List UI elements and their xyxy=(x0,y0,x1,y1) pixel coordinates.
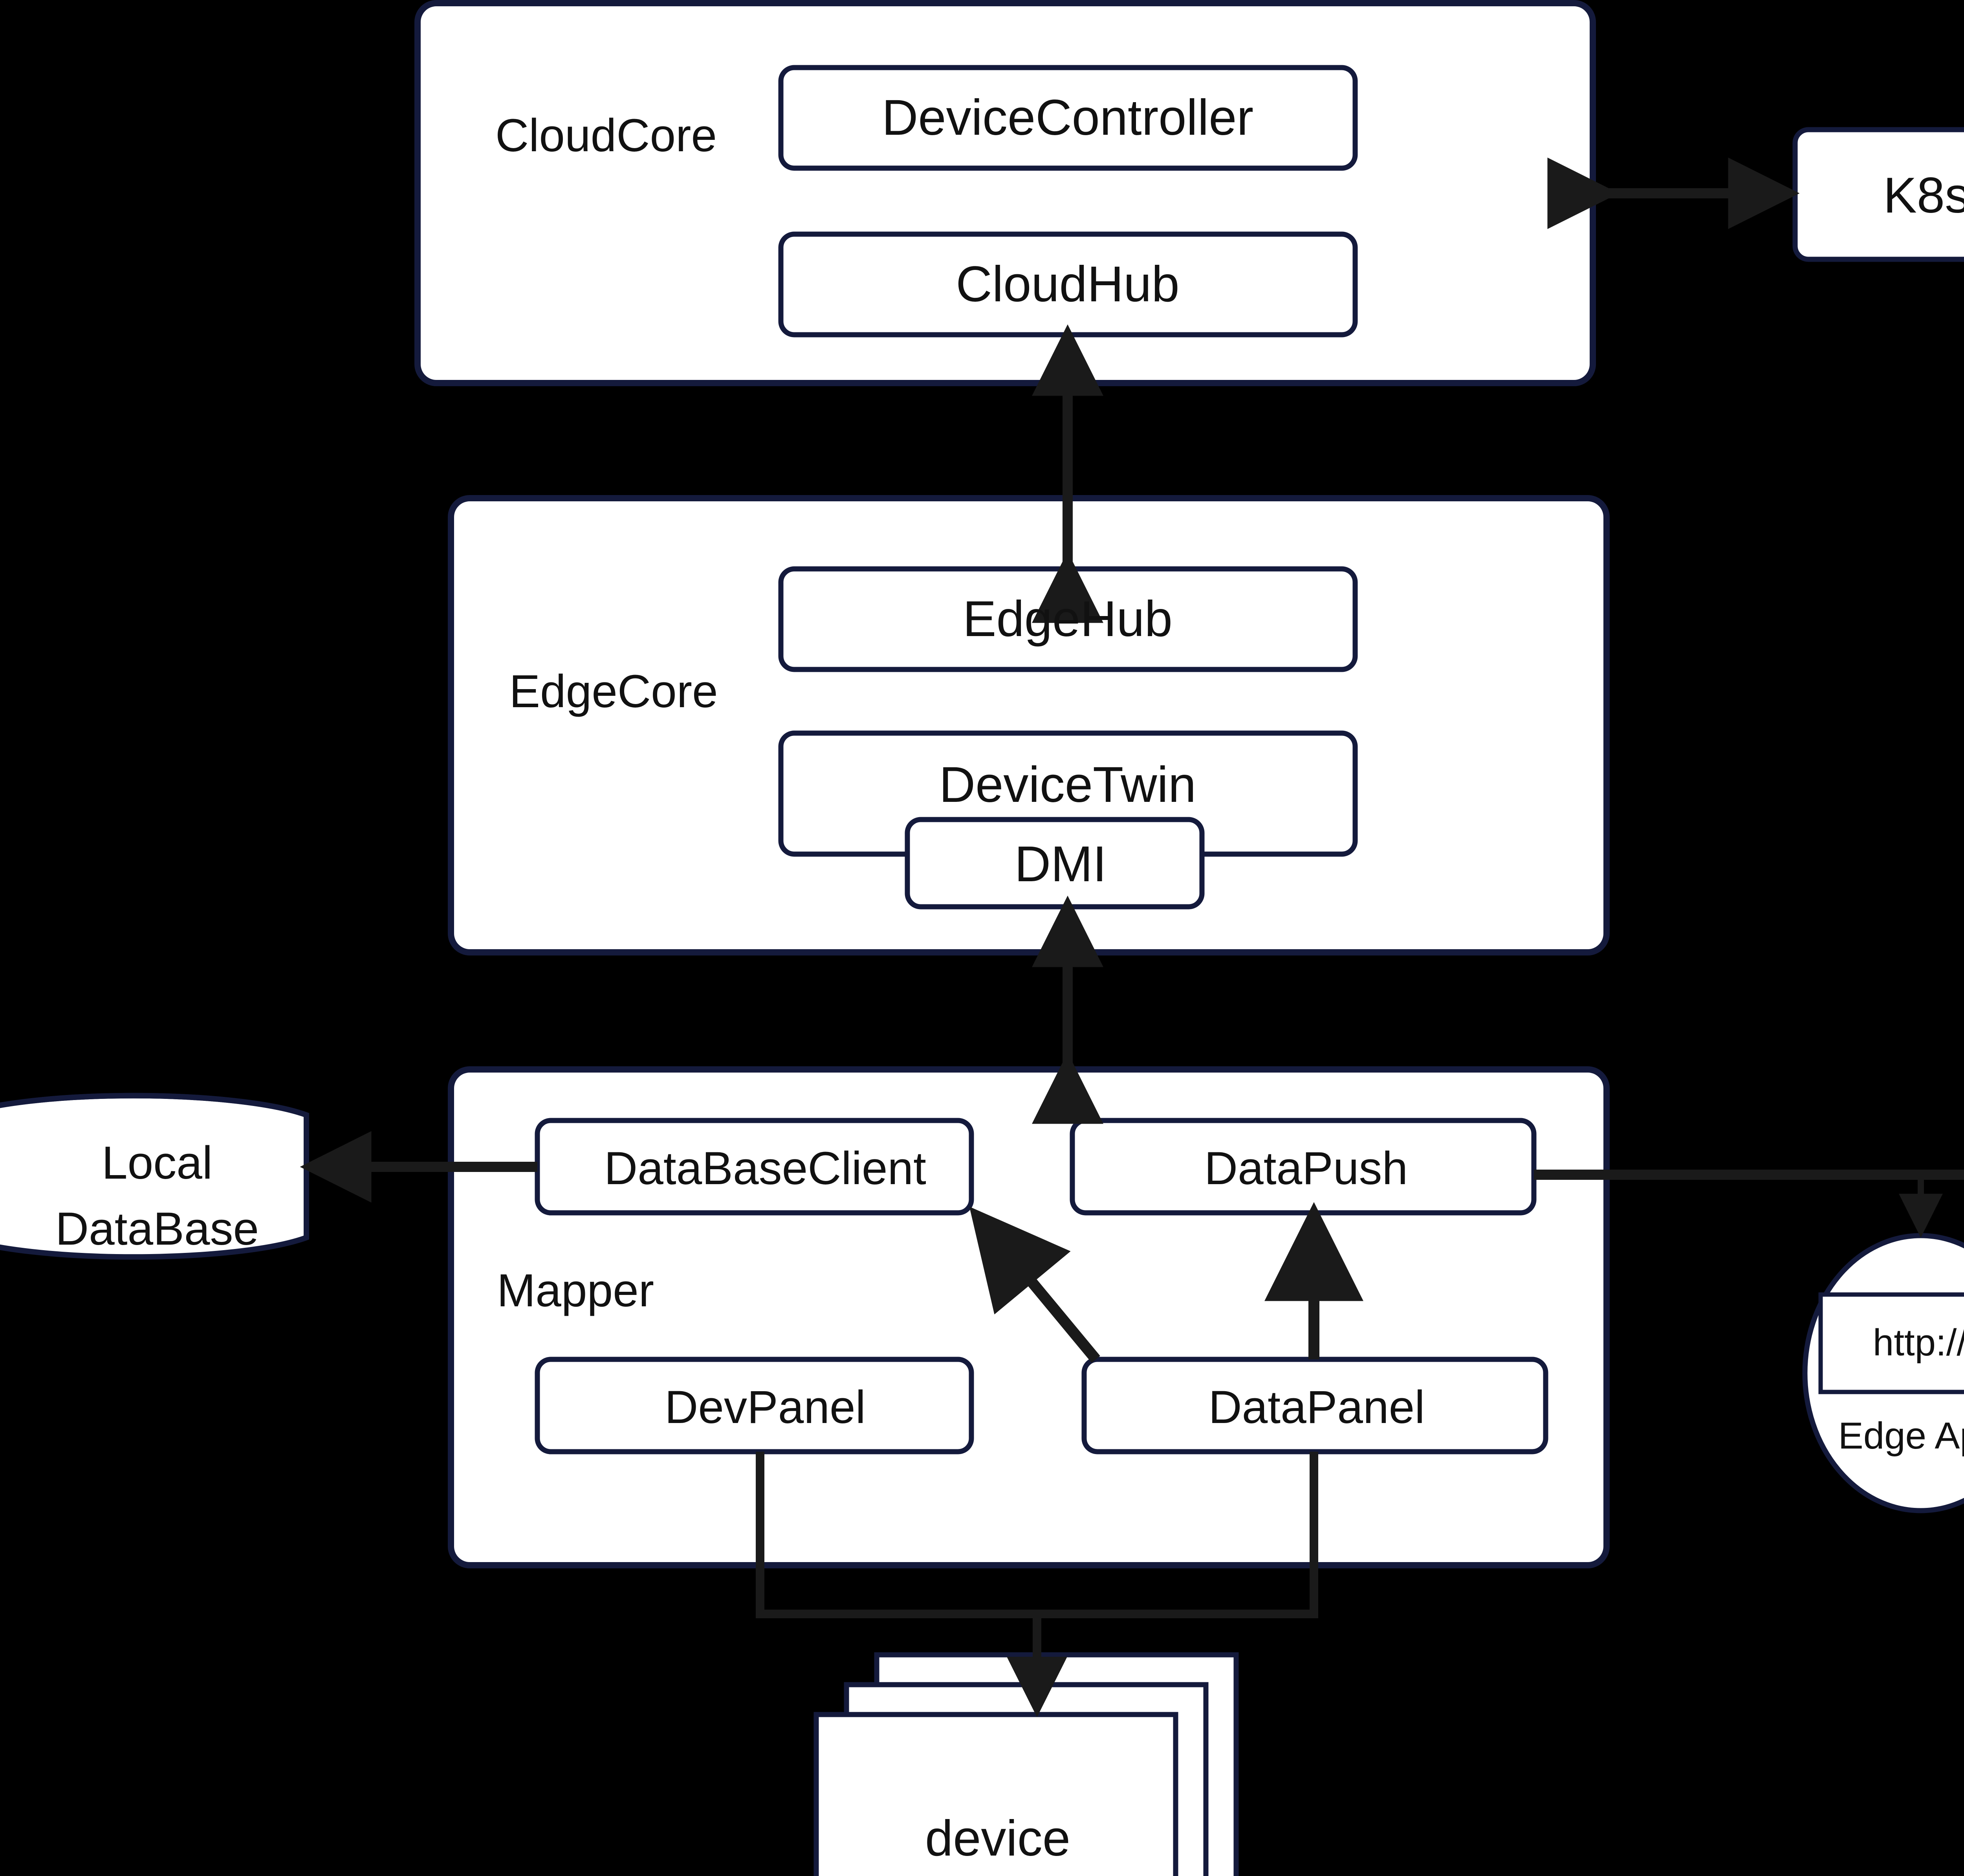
data-panel-label: DataPanel xyxy=(1208,1381,1425,1433)
edge-hub-label: EdgeHub xyxy=(963,591,1173,647)
local-database-top-ellipse xyxy=(0,1093,308,1118)
connector-panels-device xyxy=(756,1452,1318,1618)
edge-app-http-protocol-box xyxy=(1818,1292,1964,1394)
dev-panel-label: DevPanel xyxy=(665,1381,866,1433)
connector-datapanel-dbclient xyxy=(969,1207,1100,1363)
local-database-label-line1: Local xyxy=(101,1137,213,1189)
dev-panel-box[interactable] xyxy=(535,1357,974,1454)
device-controller-label: DeviceController xyxy=(881,90,1254,146)
device-twin-label: DeviceTwin xyxy=(939,757,1196,813)
edge-app-http-label: Edge App xyxy=(1838,1415,1964,1457)
k8s-api-server-label: K8s API-Server xyxy=(1883,167,1964,224)
cloudcore-label: CloudCore xyxy=(495,110,717,161)
dmi-label: DMI xyxy=(1014,836,1107,892)
local-database-label-line2: DataBase xyxy=(55,1203,259,1255)
edgecore-label: EdgeCore xyxy=(509,666,718,717)
device-card-front[interactable] xyxy=(813,1712,1178,1876)
mapper-label: Mapper xyxy=(496,1265,654,1317)
cloud-hub-label: CloudHub xyxy=(956,256,1180,312)
database-client-label: DataBaseClient xyxy=(604,1142,926,1194)
device-label: device xyxy=(925,1810,1070,1867)
data-push-label: DataPush xyxy=(1204,1142,1408,1194)
device-controller-box[interactable] xyxy=(778,65,1358,171)
edge-app-http-protocol-label: http:// xyxy=(1872,1322,1964,1364)
